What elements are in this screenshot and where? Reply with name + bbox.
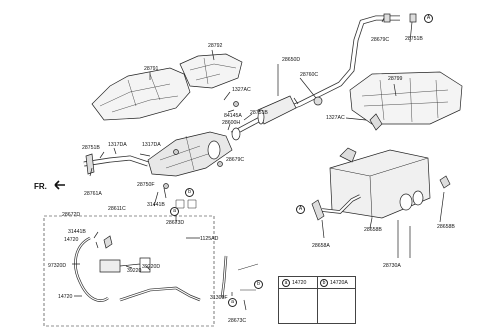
part-label-39220D: 39220D: [142, 264, 161, 270]
part-label-28679C-lower: 28679C: [226, 157, 245, 163]
part-label-28673C: 28673C: [228, 318, 247, 324]
front-direction-label: FR.: [34, 182, 47, 191]
part-label-28791: 28791: [144, 66, 159, 72]
part-label-1125AD: 1125AD: [200, 236, 219, 242]
part-label-28611C: 28611C: [108, 206, 126, 212]
heat-shield-28799: [349, 71, 463, 125]
part-label-28600H: 28600H: [222, 120, 241, 126]
part-label-97320D: 97320D: [48, 263, 67, 269]
part-label-28650D: 28650D: [282, 57, 301, 63]
part-label-14720-upper: 14720: [64, 237, 79, 243]
callout-A-upper: A: [424, 14, 433, 23]
legend-divider-vertical: [317, 277, 318, 323]
part-label-14720-lower: 14720: [58, 294, 73, 300]
part-label-28730A: 28730A: [383, 263, 401, 269]
legend-marker-a: a: [282, 278, 290, 287]
heat-shield-28791: [91, 67, 191, 121]
part-label-39220: 39220: [127, 268, 142, 274]
part-label-28672D: 28672D: [62, 212, 81, 218]
legend-divider-horizontal: [279, 288, 355, 289]
part-label-31441B-upper: 31441B: [147, 202, 165, 208]
part-label-1327AC-upper: 1327AC: [232, 87, 251, 93]
front-arrow-icon: [54, 180, 65, 190]
part-label-31441B-lower: 31441B: [68, 229, 86, 235]
legend-marker-b: b: [320, 278, 328, 287]
callout-b-upper: b: [185, 188, 194, 197]
callout-b-lower: b: [254, 280, 263, 289]
part-label-28658B-center: 28658B: [364, 227, 382, 233]
part-label-31309F: 31309F: [210, 295, 228, 301]
part-label-28673D: 28673D: [166, 220, 185, 226]
part-label-28751B-upper: 28751B: [405, 36, 423, 42]
part-label-28751B-center: 28751B: [250, 110, 268, 116]
part-label-28658B-right: 28658B: [437, 224, 455, 230]
parts-legend: a 14720 b 14720A: [278, 276, 356, 324]
callout-a-lower: a: [228, 298, 237, 307]
dashed-detail-box: [43, 215, 215, 327]
part-label-28751B-front: 28751B: [82, 145, 100, 151]
part-label-28750F: 28750F: [137, 182, 155, 188]
part-label-28760C: 28760C: [300, 72, 319, 78]
part-label-1317DA-right: 1317DA: [142, 142, 161, 148]
hanger-rubber-28760C: [313, 96, 323, 106]
part-label-28792: 28792: [208, 43, 223, 49]
legend-part-14720A: 14720A: [330, 279, 348, 286]
part-label-1327AC-rear: 1327AC: [326, 115, 345, 121]
callout-A-lower: A: [296, 205, 305, 214]
callout-a-upper: a: [170, 207, 179, 216]
part-label-84145A: 84145A: [224, 113, 242, 119]
part-label-1317DA-left: 1317DA: [108, 142, 127, 148]
part-label-28799: 28799: [388, 76, 403, 82]
legend-part-14720: 14720: [292, 279, 307, 286]
part-label-28658A: 28658A: [312, 243, 330, 249]
part-label-28679C-upper: 28679C: [371, 37, 390, 43]
part-label-28761A: 28761A: [84, 191, 102, 197]
heat-shield-28792: [179, 53, 243, 89]
